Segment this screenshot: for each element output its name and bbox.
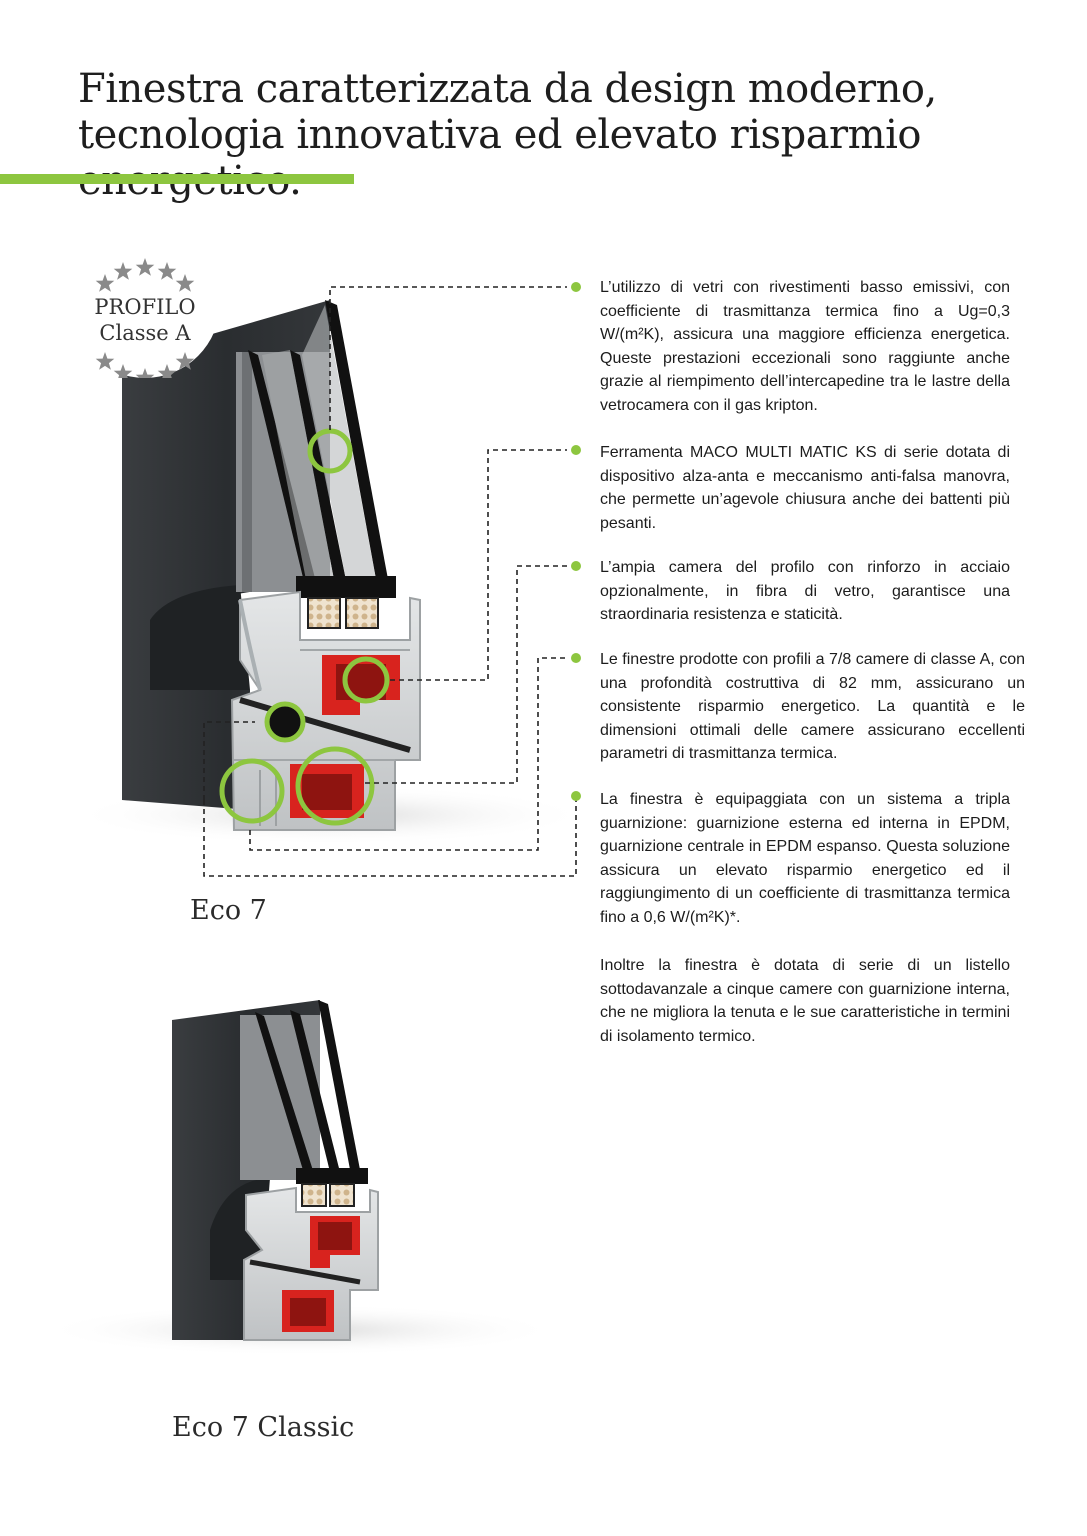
highlight-glass-circle	[307, 428, 353, 474]
callout-line-3	[365, 565, 567, 784]
feature-reinforcement: L’ampia camera del profilo con rinforzo …	[600, 559, 1010, 624]
star-icon	[157, 262, 177, 280]
highlight-chambers-circle	[219, 758, 285, 824]
model-label-eco7-classic: Eco 7 Classic	[172, 1412, 355, 1443]
glass-pane-3	[325, 300, 390, 590]
star-icon	[175, 352, 195, 370]
badge-line-2: Classe A	[99, 321, 191, 345]
callout-line-4	[203, 657, 567, 851]
feature-gaskets: La finestra è equipaggiata con un sistem…	[600, 791, 1010, 926]
profile-class-badge: PROFILO Classe A	[70, 228, 220, 378]
model-label-eco7: Eco 7	[190, 895, 267, 926]
eco7-section-figure	[70, 282, 590, 877]
page-title: Finestra caratterizzata da design modern…	[78, 66, 937, 204]
glass-spacer	[296, 576, 396, 598]
callout-dot-4	[571, 653, 581, 663]
callout-line-1	[329, 286, 567, 430]
callout-dot-3	[571, 561, 581, 571]
callout-dot-1	[571, 282, 581, 292]
callout-dot-2	[571, 445, 581, 455]
callout-line-5	[203, 796, 577, 877]
title-underline-bar	[0, 174, 354, 184]
feature-glass: L’utilizzo di vetri con rivestimenti bas…	[600, 279, 1010, 414]
star-icon	[135, 258, 155, 276]
frame-chamfer	[150, 585, 250, 690]
feature-chambers: Le finestre prodotte con profili a 7/8 c…	[600, 651, 1025, 763]
desiccant-1	[307, 597, 341, 629]
highlight-gasket-circle	[264, 701, 306, 743]
desiccant-2	[345, 597, 379, 629]
callout-lines	[203, 286, 577, 877]
star-icon	[157, 364, 177, 378]
floor-shadow-classic	[40, 1304, 560, 1356]
star-icon	[113, 364, 133, 378]
highlight-reinforcement-circle	[295, 746, 375, 826]
star-icon	[135, 368, 155, 378]
badge-star-ring	[95, 258, 195, 378]
star-icon	[95, 274, 115, 292]
star-icon	[113, 262, 133, 280]
callout-dot-5	[571, 791, 581, 801]
highlight-hardware-circle	[342, 656, 390, 704]
gasket-line	[239, 697, 411, 753]
feature-hardware: Ferramenta MACO MULTI MATIC KS di serie …	[600, 444, 1010, 532]
extra-note: Inoltre la finestra è dotata di serie di…	[600, 957, 1010, 1045]
star-icon	[175, 274, 195, 292]
star-icon	[95, 258, 195, 378]
outer-frame-classic	[172, 1000, 320, 1340]
callout-dots	[571, 282, 581, 801]
badge-line-1: PROFILO	[94, 295, 196, 319]
star-icon	[95, 352, 115, 370]
callout-line-2	[390, 449, 567, 681]
